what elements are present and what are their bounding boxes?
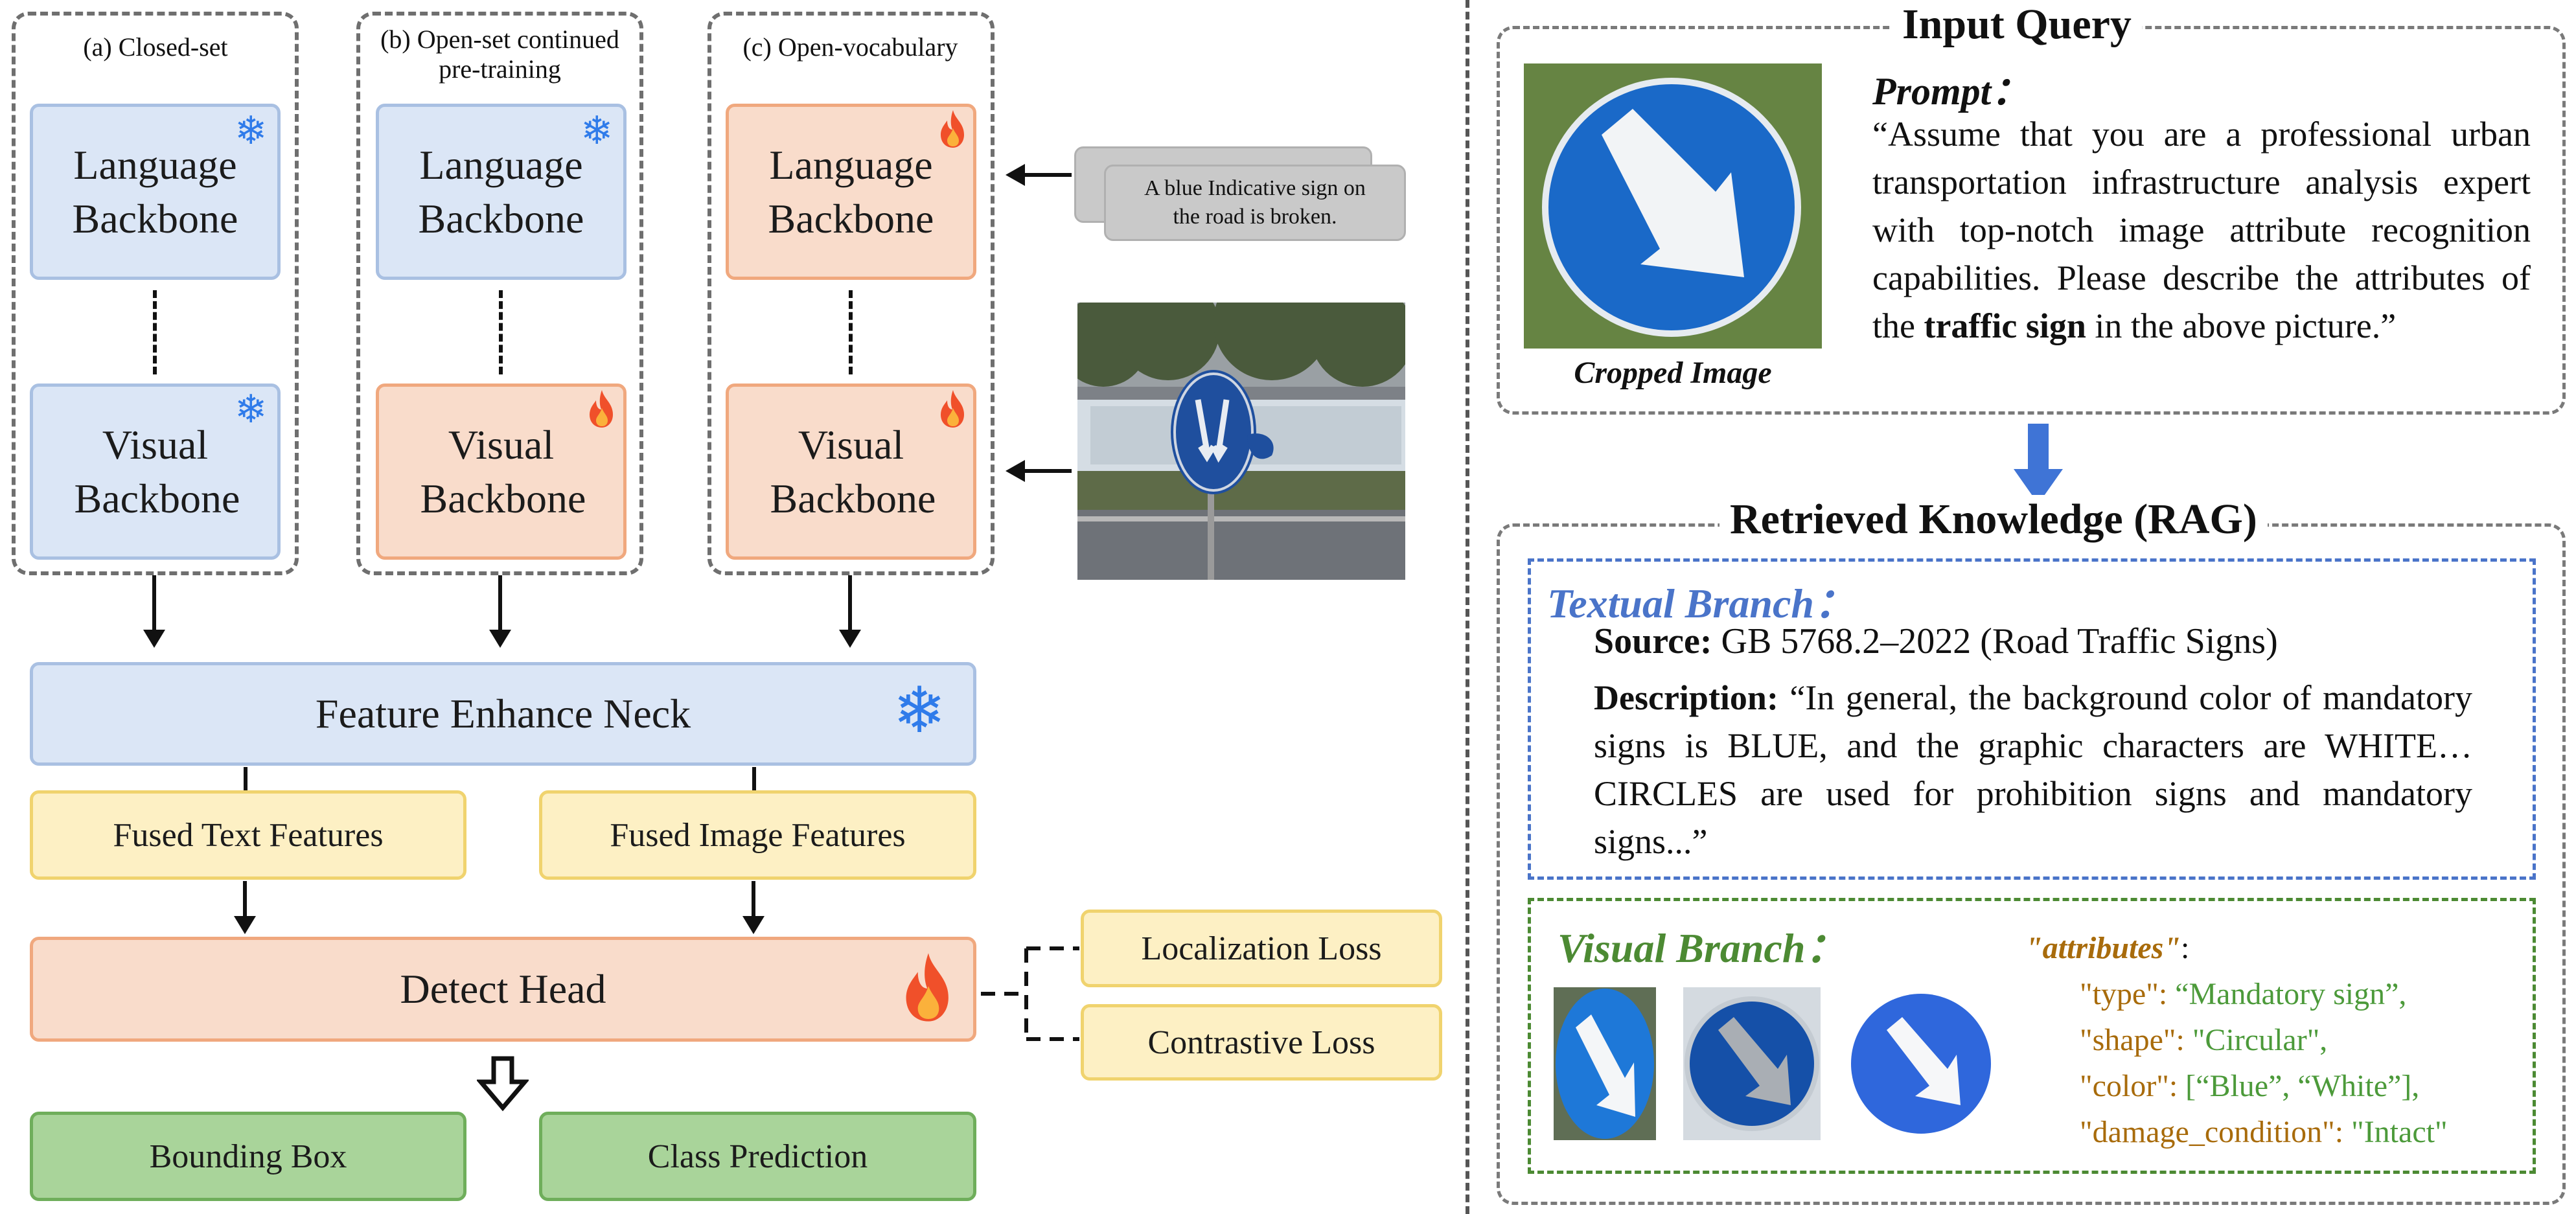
fire-icon	[906, 953, 949, 1022]
attribute-key: "type"	[2080, 977, 2159, 1011]
language-backbone-label: Language Backbone	[72, 141, 238, 242]
group-title-b: (b) Open-set continued pre-training	[365, 25, 634, 84]
cropped-image-caption: Cropped Image	[1574, 356, 1772, 390]
source-value: GB 5768.2–2022 (Road Traffic Signs)	[1721, 621, 2278, 661]
visual-backbone-a: Visual Backbone	[30, 384, 281, 560]
localization-loss: Localization Loss	[1081, 910, 1442, 987]
neck-label: Feature Enhance Neck	[315, 691, 691, 737]
visual-backbone-c: Visual Backbone	[726, 384, 976, 560]
fused-image-label: Fused Image Features	[610, 816, 906, 854]
visual-branch-box	[1528, 898, 2536, 1174]
reference-sign-3	[1850, 987, 1992, 1140]
language-backbone-b: Language Backbone	[376, 104, 627, 280]
fused-text-label: Fused Text Features	[113, 816, 384, 854]
feature-enhance-neck: Feature Enhance Neck	[30, 662, 976, 766]
fused-text-features: Fused Text Features	[30, 790, 466, 880]
attribute-value: "Circular",	[2192, 1023, 2328, 1057]
contrastive-loss-label: Contrastive Loss	[1147, 1024, 1375, 1061]
group-open-vocabulary	[707, 12, 995, 575]
attribute-value: "Intact"	[2351, 1115, 2448, 1149]
prompt-label: Prompt：	[1872, 70, 2030, 113]
panel-divider	[1466, 0, 1469, 1214]
prompt-bold-term: traffic sign	[1924, 306, 2086, 345]
description-label: Description:	[1594, 678, 1778, 717]
attribute-row: "damage_condition": "Intact"	[2080, 1115, 2448, 1149]
language-backbone-label: Language Backbone	[418, 141, 584, 242]
bounding-box-label: Bounding Box	[149, 1138, 347, 1175]
source-line: Source: GB 5768.2–2022 (Road Traffic Sig…	[1594, 621, 2278, 662]
attribute-value: [“Blue”, “White”],	[2185, 1069, 2420, 1103]
fire-icon	[590, 390, 613, 428]
blue-down-arrow	[2014, 424, 2063, 504]
input-query-title: Input Query	[1892, 0, 2142, 49]
text-input-arrow	[1006, 164, 1072, 186]
detect-head-label: Detect Head	[400, 966, 606, 1013]
snowflake-icon: ❄	[235, 387, 268, 432]
arrow-down	[143, 575, 165, 648]
attributes-heading: "attributes":	[2025, 931, 2190, 965]
source-label: Source:	[1594, 621, 1712, 661]
group-closed-set	[12, 12, 299, 575]
arrow-down	[839, 575, 861, 648]
rag-title: Retrieved Knowledge (RAG)	[1719, 495, 2268, 544]
cropped-sign-image	[1524, 63, 1822, 349]
contrastive-loss: Contrastive Loss	[1081, 1004, 1442, 1081]
snowflake-icon: ❄	[235, 108, 268, 154]
dashed-connector	[752, 767, 756, 792]
language-backbone-a: Language Backbone	[30, 104, 281, 280]
dashed-connector	[849, 290, 853, 374]
attribute-row: "color": [“Blue”, “White”],	[2080, 1069, 2420, 1103]
group-title-a: (a) Closed-set	[39, 32, 272, 62]
fire-icon	[941, 390, 964, 428]
localization-loss-label: Localization Loss	[1141, 930, 1382, 967]
attribute-key: "color"	[2080, 1069, 2169, 1103]
street-scene-image	[1077, 303, 1405, 580]
attributes-key: "attributes"	[2025, 931, 2181, 965]
description-value: “In general, the background color of man…	[1594, 678, 2472, 861]
textual-branch-label: Textual Branch：	[1547, 580, 1856, 626]
prompt-text: “Assume that you are a professional urba…	[1872, 110, 2531, 350]
attributes-block: "attributes": "type": “Mandatory sign”, …	[2025, 925, 2448, 1155]
reference-sign-1	[1554, 987, 1656, 1140]
class-prediction-label: Class Prediction	[647, 1138, 868, 1175]
arrow-down	[489, 575, 511, 648]
attribute-key: "shape"	[2080, 1023, 2176, 1057]
prompt-tail: in the above picture.”	[2095, 306, 2397, 345]
fused-image-features: Fused Image Features	[539, 790, 976, 880]
group-open-set	[356, 12, 643, 575]
text-input-card: A blue Indicative sign on the road is br…	[1104, 165, 1406, 241]
dashed-connector	[499, 290, 503, 374]
language-backbone-c: Language Backbone	[726, 104, 976, 280]
bounding-box-output: Bounding Box	[30, 1112, 466, 1201]
visual-backbone-label: Visual Backbone	[74, 421, 240, 521]
attribute-row: "type": “Mandatory sign”,	[2080, 977, 2407, 1011]
visual-branch-label: Visual Branch：	[1558, 925, 1847, 971]
attribute-value: “Mandatory sign”,	[2175, 977, 2407, 1011]
dashed-connector	[153, 290, 157, 374]
language-backbone-label: Language Backbone	[768, 141, 934, 242]
class-prediction-output: Class Prediction	[539, 1112, 976, 1201]
arrow-down	[234, 881, 256, 934]
group-title-c: (c) Open-vocabulary	[719, 32, 982, 62]
visual-backbone-b: Visual Backbone	[376, 384, 627, 560]
snowflake-icon: ❄	[893, 674, 947, 748]
dashed-connector	[244, 767, 247, 792]
reference-sign-2	[1683, 987, 1821, 1140]
description-block: Description: “In general, the background…	[1594, 674, 2472, 865]
visual-backbone-label: Visual Backbone	[420, 421, 586, 521]
fire-icon	[941, 110, 964, 148]
snowflake-icon: ❄	[581, 108, 614, 154]
attribute-key: "damage_condition"	[2080, 1115, 2335, 1149]
textual-branch-box	[1528, 558, 2536, 880]
loss-bracket	[981, 946, 1079, 1041]
image-input-arrow	[1006, 460, 1072, 482]
attribute-row: "shape": "Circular",	[2080, 1023, 2328, 1057]
visual-backbone-label: Visual Backbone	[770, 421, 936, 521]
detect-head: Detect Head	[30, 937, 976, 1042]
arrow-down	[742, 881, 765, 934]
prompt-body: “Assume that you are a professional urba…	[1872, 115, 2531, 345]
hollow-down-arrow	[477, 1056, 529, 1112]
text-input-label: A blue Indicative sign on the road is br…	[1144, 176, 1366, 229]
